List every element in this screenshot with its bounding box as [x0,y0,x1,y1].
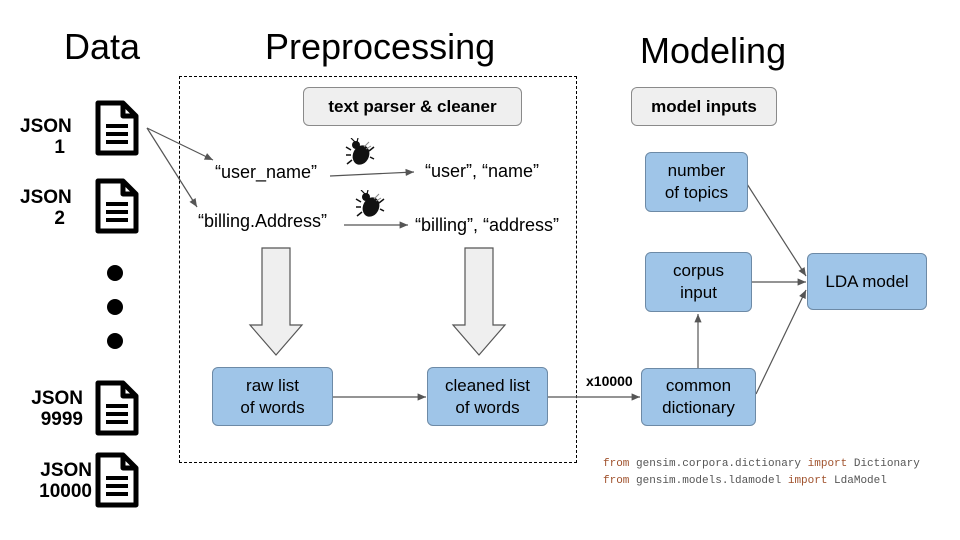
document-icon [98,455,136,505]
code-module: gensim.corpora.dictionary [629,458,808,470]
document-icon [98,383,136,433]
code-module: gensim.models.ldamodel [629,475,788,487]
code-class: LdaModel [827,475,887,487]
preprocessing-boundary [179,76,577,463]
json-file-label: JSON 2 [20,187,72,229]
code-line: from gensim.models.ldamodel import LdaMo… [603,475,887,487]
arrow [329,168,415,177]
code-keyword: import [787,475,828,487]
document-icon [98,181,136,231]
json-file-label: JSON 9999 [31,388,83,430]
ellipsis-dot [107,265,123,281]
model-inputs-label: model inputs [631,87,777,126]
code-keyword: from [603,458,630,470]
number-of-topics-node: number of topics [645,152,748,212]
block-arrow [451,247,507,356]
cleaned-term: “billing”, “address” [415,215,560,235]
json-file-label: JSON 10000 [39,460,92,502]
code-class: Dictionary [847,458,920,470]
block-arrow [248,247,304,356]
ellipsis-dot [107,333,123,349]
corpus-input-node: corpus input [645,252,752,312]
bug-icon [345,138,375,168]
raw-term: “user_name” [215,162,318,182]
cleaned-term: “user”, “name” [425,161,540,181]
raw-word-list-node: raw list of words [212,367,333,426]
code-keyword: from [603,475,630,487]
section-title-preprocessing: Preprocessing [265,26,496,67]
section-title-modeling: Modeling [640,30,787,71]
parser-label: text parser & cleaner [303,87,522,126]
cleaned-word-list-node: cleaned list of words [427,367,548,426]
ellipsis-dot [107,299,123,315]
bug-icon [355,190,385,220]
arrow [146,127,214,161]
raw-term: “billing.Address” [198,211,328,231]
arrow [755,289,807,395]
document-icon [98,103,136,153]
json-file-label: JSON 1 [20,116,72,158]
common-dictionary-node: common dictionary [641,368,756,426]
code-keyword: import [807,458,848,470]
lda-model-node: LDA model [807,253,927,310]
section-title-data: Data [64,26,141,67]
code-line: from gensim.corpora.dictionary import Di… [603,458,920,470]
multiplier-label: x10000 [586,373,633,389]
arrow [746,183,807,277]
arrow [146,127,198,208]
